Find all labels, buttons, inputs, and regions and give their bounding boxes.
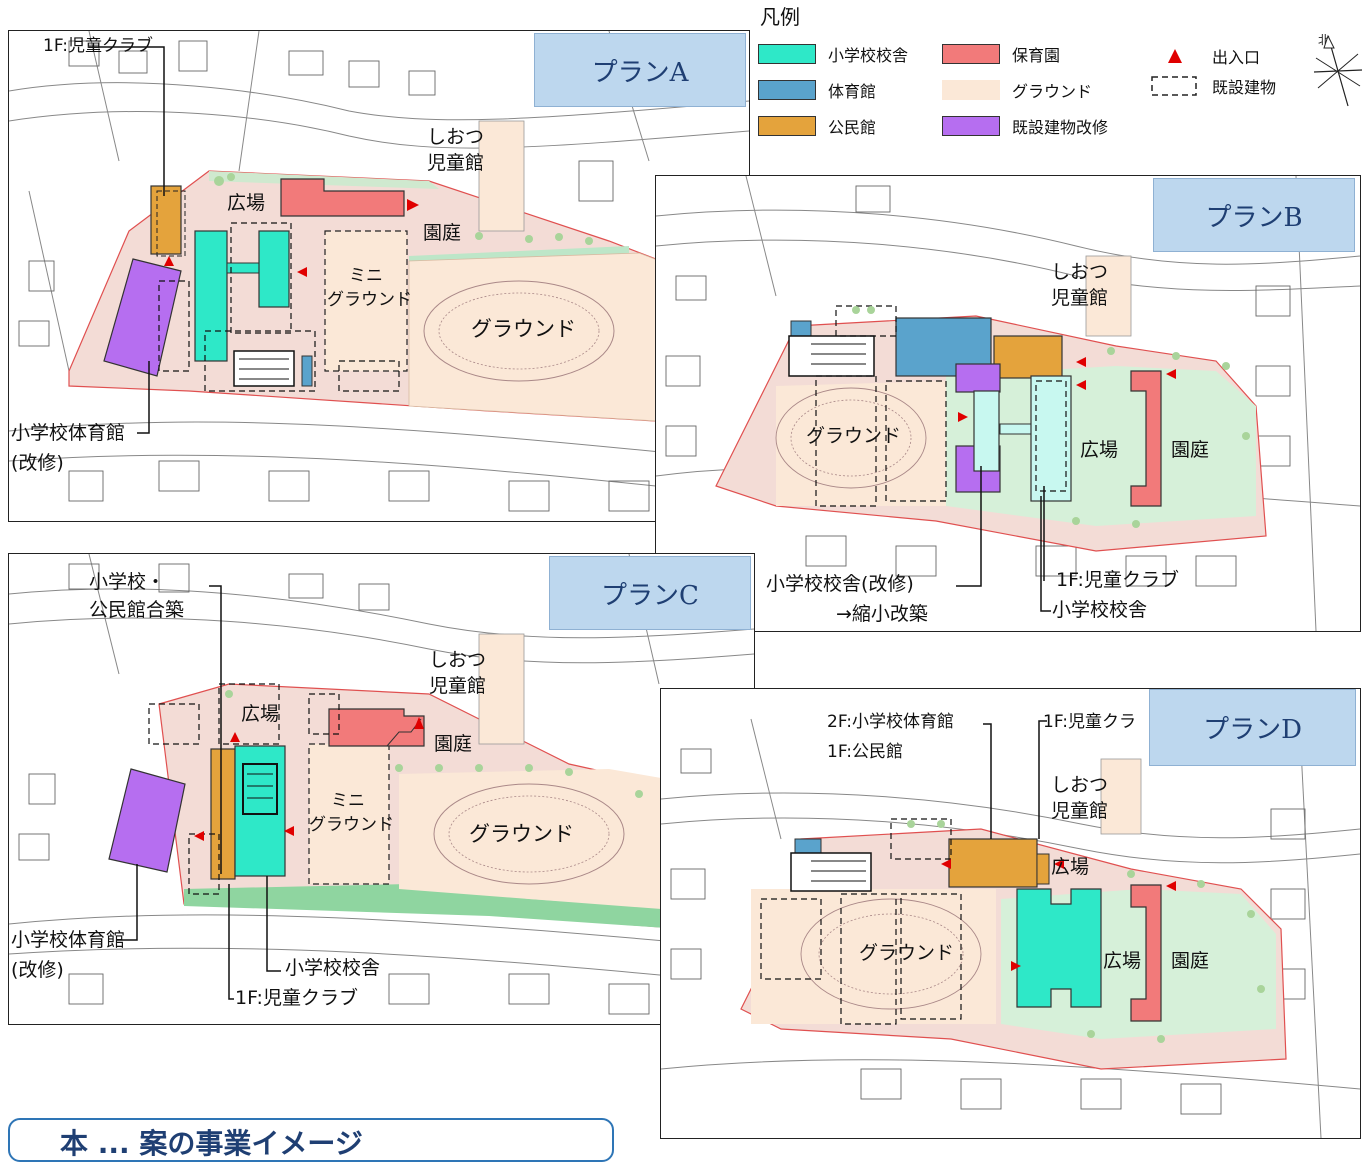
legend-item-ground: グラウンド bbox=[942, 78, 1092, 102]
legend-item-school: 小学校校舎 bbox=[758, 42, 908, 66]
plan-d-kominkan-label: 1F:公民館 bbox=[827, 742, 904, 762]
plan-c-jidokan-label: 児童館 bbox=[429, 675, 487, 697]
plan-c-title: プランC bbox=[549, 556, 751, 630]
plan-d-hiroba-small-label: 広場 bbox=[1051, 856, 1090, 878]
plan-a-map: プランA 1F:児童クラブ 広場 しおつ 児童館 園庭 ミニ グラウンド グラウ… bbox=[8, 30, 750, 522]
plan-c-combined-label: 小学校・ bbox=[89, 571, 166, 593]
legend-swatch-nursery bbox=[942, 44, 1000, 64]
plan-d-club-label: 1F:児童クラ bbox=[1043, 712, 1137, 732]
plan-d-ground-label: グラウンド bbox=[859, 942, 955, 964]
legend-swatch-ground bbox=[942, 80, 1000, 100]
plan-c-club-label: 1F:児童クラブ bbox=[235, 987, 358, 1009]
legend-item-existing: 既設建物 bbox=[1150, 74, 1276, 98]
plan-b-rebuild-label: →縮小改築 bbox=[836, 603, 928, 625]
plan-c-gym-note: (改修) bbox=[11, 959, 64, 981]
plan-a-gym-label: 小学校体育館 bbox=[11, 422, 126, 444]
legend: 凡例 小学校校舎 体育館 公民館 保育園 グラウンド 既設建物改修 出入口 既設… bbox=[750, 0, 1365, 150]
plan-c-mini-label: ミニ bbox=[331, 791, 365, 811]
bottom-banner-text: 本 ... 案の事業イメージ bbox=[60, 1127, 363, 1160]
plan-a-gym-note: (改修) bbox=[11, 452, 64, 474]
plan-a-mini-label: ミニ bbox=[349, 266, 383, 286]
plan-b-map: プランB しおつ 児童館 グラウンド 広場 園庭 小学校校舎(改修) →縮小改築… bbox=[655, 175, 1361, 632]
legend-item-nursery: 保育園 bbox=[942, 42, 1060, 66]
entrance-icon bbox=[1168, 49, 1182, 63]
plan-c-map: プランC 小学校・ 公民館合築 しおつ 児童館 広場 園庭 ミニ グラウンド グ… bbox=[8, 553, 755, 1025]
plan-b-school-label: 小学校校舎 bbox=[1052, 599, 1148, 621]
plan-c-mini-ground-label: グラウンド bbox=[309, 815, 394, 835]
legend-swatch-kominkan bbox=[758, 116, 816, 136]
plan-d-shiotsu-label: しおつ bbox=[1051, 774, 1109, 796]
north-arrow-icon: 北 bbox=[1313, 33, 1363, 107]
plan-a-ground-label: グラウンド bbox=[471, 317, 576, 341]
legend-swatch-school bbox=[758, 44, 816, 64]
legend-title: 凡例 bbox=[760, 5, 800, 29]
plan-a-mini-ground-label: グラウンド bbox=[327, 290, 412, 310]
plan-a-shiotsu-label: しおつ bbox=[427, 126, 485, 148]
plan-c-combined-label-2: 公民館合築 bbox=[89, 599, 185, 621]
plan-c-teien-label: 園庭 bbox=[434, 733, 473, 755]
plan-a-jidokan-label: 児童館 bbox=[427, 152, 485, 174]
plan-b-club-label: 1F:児童クラブ bbox=[1056, 569, 1179, 591]
plan-d-hiroba-label: 広場 bbox=[1103, 950, 1142, 972]
plan-c-hiroba-label: 広場 bbox=[241, 703, 280, 725]
plan-c-school-label: 小学校校舎 bbox=[285, 957, 381, 979]
plan-c-gym-label: 小学校体育館 bbox=[11, 929, 126, 951]
legend-item-renovation: 既設建物改修 bbox=[942, 114, 1108, 138]
plan-d-teien-label: 園庭 bbox=[1171, 950, 1210, 972]
plan-d-title: プランD bbox=[1149, 689, 1356, 766]
plan-b-title: プランB bbox=[1153, 178, 1355, 252]
plan-c-ground-label: グラウンド bbox=[469, 822, 574, 846]
plan-b-jidokan-label: 児童館 bbox=[1051, 287, 1109, 309]
plan-c-shiotsu-label: しおつ bbox=[429, 649, 487, 671]
bottom-banner: 本 ... 案の事業イメージ bbox=[8, 1118, 614, 1162]
plan-b-teien-label: 園庭 bbox=[1171, 439, 1210, 461]
plan-a-club-label: 1F:児童クラブ bbox=[43, 36, 154, 56]
plan-a-teien-label: 園庭 bbox=[423, 222, 462, 244]
plan-b-hiroba-label: 広場 bbox=[1080, 439, 1119, 461]
plan-d-drawing bbox=[661, 718, 1360, 1138]
plan-b-school-reno-label: 小学校校舎(改修) bbox=[766, 573, 914, 595]
legend-item-entrance: 出入口 bbox=[1160, 44, 1260, 68]
existing-building-icon bbox=[1151, 76, 1197, 96]
legend-item-gym: 体育館 bbox=[758, 78, 876, 102]
plan-c-drawing bbox=[9, 554, 754, 1015]
plan-a-title: プランA bbox=[534, 33, 746, 107]
plan-a-hiroba-label: 広場 bbox=[227, 192, 266, 214]
legend-swatch-renovation bbox=[942, 116, 1000, 136]
legend-item-kominkan: 公民館 bbox=[758, 114, 876, 138]
plan-d-gym2f-label: 2F:小学校体育館 bbox=[827, 712, 955, 732]
plan-b-shiotsu-label: しおつ bbox=[1051, 261, 1109, 283]
plan-b-ground-label: グラウンド bbox=[806, 425, 902, 447]
plan-b-drawing bbox=[656, 176, 1360, 631]
plan-d-map: プランD 2F:小学校体育館 1F:公民館 1F:児童クラ しおつ 児童館 広場… bbox=[660, 688, 1361, 1139]
plan-d-jidokan-label: 児童館 bbox=[1051, 800, 1109, 822]
legend-swatch-gym bbox=[758, 80, 816, 100]
